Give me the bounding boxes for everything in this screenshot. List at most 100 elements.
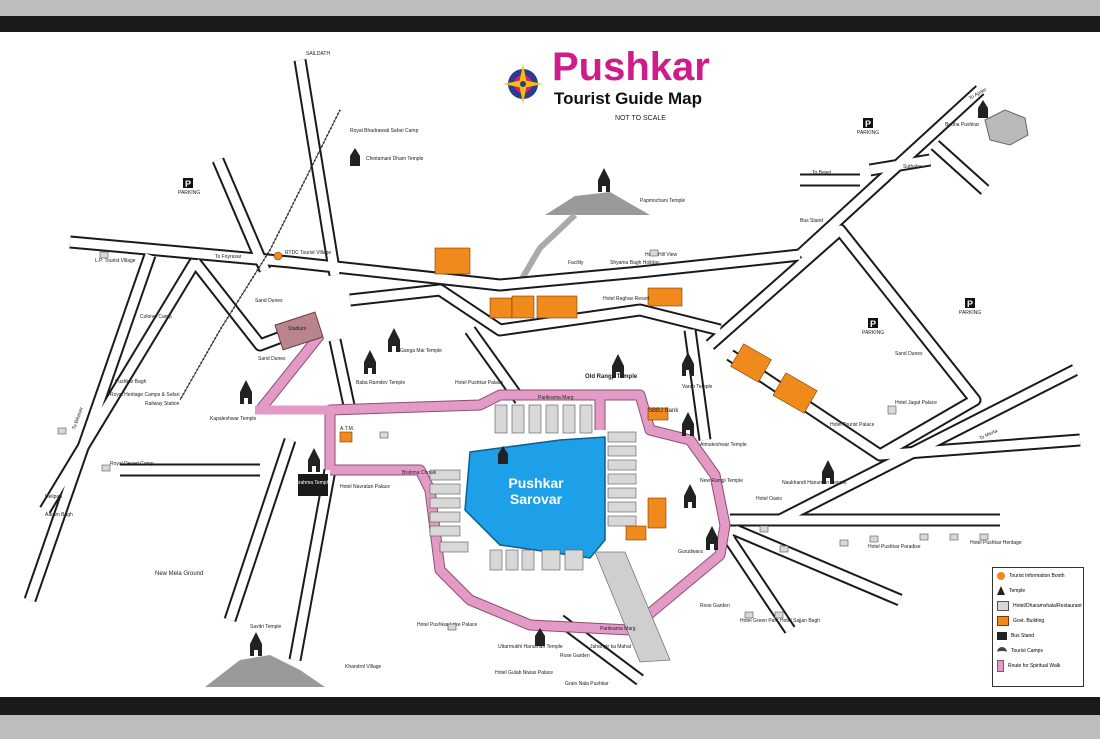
ghat-block xyxy=(607,459,637,471)
ghat-block xyxy=(607,445,637,457)
label-papmochani: Papmochani Temple xyxy=(640,198,685,204)
label-hotel-tourist: Hotel Tourist Palace xyxy=(830,422,875,428)
ghat-outflow xyxy=(594,551,671,663)
ghat-block xyxy=(607,515,637,527)
temple-icon xyxy=(682,352,694,376)
label-sand-dunes-2: Sand Dunes xyxy=(258,356,286,362)
parking-letter: P xyxy=(967,299,973,309)
road-main-east-west-in xyxy=(69,237,801,290)
pushkar-sarovar-lake[interactable] xyxy=(464,436,606,559)
legend-item-label: Tourist Camps xyxy=(1011,647,1043,654)
ghat-block xyxy=(429,497,461,509)
label-stadium: Stadium xyxy=(288,326,306,332)
temple-icon xyxy=(535,628,545,646)
label-varah: Varah Temple xyxy=(682,384,713,390)
label-pushkar-bagh: Pushkar Bagh xyxy=(115,379,147,385)
label-royal-desert: Royal Desert Camp xyxy=(110,461,154,467)
road-saildath-north-in xyxy=(295,59,340,276)
ghat-block xyxy=(429,511,461,523)
hotel-marker xyxy=(949,533,959,541)
ghat-block xyxy=(429,525,461,537)
top-grey-band xyxy=(0,0,1100,16)
label-grain-nala: Grain Nala Pushkar xyxy=(565,681,609,687)
legend-item-label: Bus Stand xyxy=(1011,632,1035,639)
parking-letter: P xyxy=(185,179,191,189)
hotel-marker xyxy=(57,427,67,435)
temple-icon xyxy=(350,148,360,166)
road-northeast-a-in xyxy=(796,86,984,259)
lake-name-line2: Sarovar xyxy=(510,491,563,507)
hotel-marker xyxy=(99,251,109,259)
bank xyxy=(647,407,669,421)
hotel-marker xyxy=(869,535,879,543)
hotel-marker xyxy=(759,525,769,533)
label-sand-dunes-1: Sand Dunes xyxy=(255,298,283,304)
label-sardar: SAILDATH xyxy=(306,51,330,57)
label-hotel-pushkar-palace: Hotel Pushkar Palace xyxy=(455,380,503,386)
bottom-dark-band xyxy=(0,697,1100,715)
label-khandrol: Khandrol Village xyxy=(345,664,382,670)
legend-item-label: Govt. Building xyxy=(1013,617,1045,624)
railway-rail xyxy=(179,109,341,401)
legend-item-label: Temple xyxy=(1009,587,1026,594)
label-suthaba: Suthaba xyxy=(903,164,922,170)
brahma-temple-box[interactable] xyxy=(298,474,328,496)
ghat-block xyxy=(579,404,593,434)
label-gulab-niwas: Hotel Gulab Niwas Palace xyxy=(495,670,553,676)
label-savitri: Savitri Temple xyxy=(250,624,282,630)
road-northeast-b-in xyxy=(869,155,931,175)
road-inner-1-in xyxy=(330,339,355,411)
label-parking-4: PARKING xyxy=(959,310,981,316)
label-parikrama-marg-1: Parikrama Marg xyxy=(538,395,574,401)
road-sw-2-in xyxy=(225,438,295,622)
road-to-merta-in xyxy=(777,365,1078,525)
brahma-temple-label: Brahma Temple xyxy=(296,480,331,486)
temple-icon xyxy=(598,168,610,192)
label-gurudwara: Gurudwara xyxy=(678,549,703,555)
info-icon[interactable] xyxy=(273,251,283,261)
road-budha-in xyxy=(931,141,989,194)
label-railway-station: Railway Station xyxy=(145,401,180,407)
road-inner-2-in xyxy=(466,327,524,403)
label-baba-ramdev: Baba Ramdev Temple xyxy=(356,380,405,386)
ghat-block xyxy=(564,549,584,571)
label-parking-1: PARKING xyxy=(178,190,200,196)
legend-item: Hotel/Dharamshala/Restaurant xyxy=(993,598,1083,613)
hill-path xyxy=(517,212,578,284)
label-helipad: Helipad xyxy=(45,494,62,500)
ghat-block xyxy=(528,404,542,434)
bottom-grey-band xyxy=(0,715,1100,739)
govt-building-icon xyxy=(997,615,1009,626)
map-canvas[interactable]: Brahma Temple Pushkar Tourist Guide Map … xyxy=(0,0,1100,697)
label-atmateshwar: Atmateshwar Temple xyxy=(700,442,747,448)
legend-item: Govt. Building xyxy=(993,613,1083,628)
map-title: Pushkar xyxy=(552,45,710,89)
label-sbbj-bank: SBBJ Bank xyxy=(648,408,679,414)
label-new-rangji: New Rangji Temple xyxy=(700,478,743,484)
compass-rose-icon xyxy=(503,64,543,104)
label-colonel-camp: Colonel Camp xyxy=(140,314,172,320)
bus-icon xyxy=(997,631,1007,640)
label-new-mela: New Mela Ground xyxy=(155,571,203,577)
road-center-north-in xyxy=(349,285,722,335)
map-legend: Tourist Information Booth Temple Hotel/D… xyxy=(992,567,1084,687)
label-hotel-raghav: Hotel Raghav Resort xyxy=(603,296,650,302)
bus-stand-1 xyxy=(730,343,772,383)
walk-icon xyxy=(997,659,1004,672)
hotel-marker xyxy=(744,611,754,619)
govt-hospital xyxy=(434,247,471,275)
ghat-block xyxy=(545,404,559,434)
ghat-block xyxy=(429,483,461,495)
map-subtitle: Tourist Guide Map xyxy=(554,89,702,108)
road-inner-3-in xyxy=(685,329,710,441)
legend-item: Tourist Camps xyxy=(993,643,1083,658)
police-station xyxy=(489,297,513,319)
label-hotel-sajjan-bagh: Hotel Sajjan Bagh xyxy=(780,618,820,624)
temple-icon xyxy=(706,526,718,550)
label-brahma-chowk: Brahma Chowk xyxy=(402,470,437,476)
label-rose-garden-2: Rose Garden xyxy=(560,653,590,659)
temple-icon xyxy=(997,586,1005,595)
hotel-marker xyxy=(447,623,457,631)
label-parking-3: PARKING xyxy=(862,330,884,336)
hotel-marker xyxy=(919,533,929,541)
